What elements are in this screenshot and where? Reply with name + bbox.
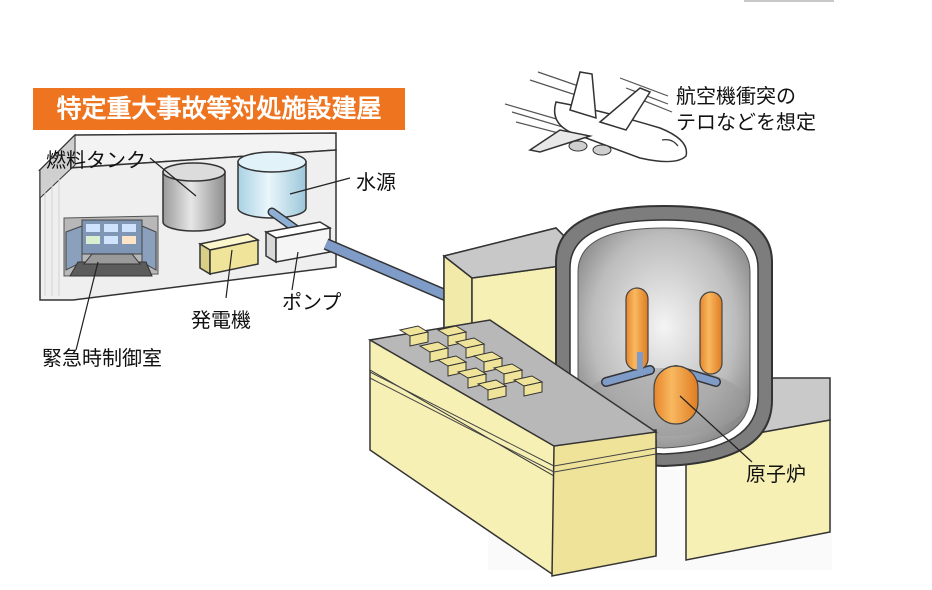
facility-title-banner: 特定重大事故等対処施設建屋 <box>33 88 405 130</box>
label-generator: 発電機 <box>191 308 251 332</box>
airplane-icon <box>504 71 688 163</box>
water-pipe-long <box>324 239 454 303</box>
label-fuel-tank: 燃料タンク <box>46 148 146 172</box>
label-reactor: 原子炉 <box>746 462 806 486</box>
label-control-room: 緊急時制御室 <box>42 346 162 370</box>
label-water-source: 水源 <box>356 170 396 194</box>
reactor-internals <box>601 287 723 425</box>
label-airplane-line1: 航空機衝突の <box>676 84 796 108</box>
control-room-illustration <box>63 215 159 277</box>
leader-lines <box>75 157 753 463</box>
top-rule <box>744 0 834 2</box>
pump <box>263 221 333 264</box>
label-pump: ポンプ <box>282 290 342 314</box>
fuel-tank <box>162 162 226 232</box>
label-airplane-line2: テロなどを想定 <box>676 110 816 134</box>
generator <box>197 233 261 276</box>
roof-blocks <box>398 325 544 401</box>
